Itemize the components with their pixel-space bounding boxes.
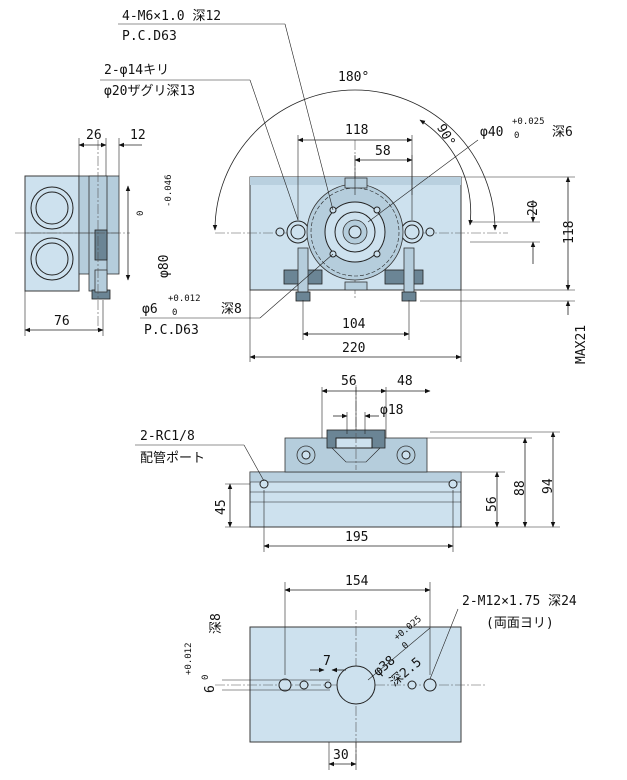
port-note: 2-RC1/8 [140,429,195,444]
dim-88: 88 [513,480,528,496]
tap-note: 4-M6×1.0 深12 [122,9,221,24]
dim-48: 48 [397,374,413,389]
dim-20: 20 [526,200,541,216]
pin-tol-upper: +0.012 [168,294,201,304]
bore-dia: φ40 [480,125,503,140]
dim-26: 26 [86,128,102,143]
dim-56-top: 56 [341,374,357,389]
bottom-tap-side: (両面ヨリ) [486,616,554,631]
bottom-bore-tol-lower: 0 [400,641,411,652]
angle-90: 90° [433,122,458,150]
angle-180: 180° [338,70,369,85]
bore-depth: 深6 [552,125,573,140]
bottom-pin-dia: 6 [203,685,218,693]
shaft-dia: φ80 [157,255,172,278]
dim-12: 12 [130,128,146,143]
bottom-view: 154 2-M12×1.75 深24 (両面ヨリ) 深8 +0.012 0 6 … [184,574,577,770]
dim-154: 154 [345,574,369,589]
top-view: 118 58 4-M6×1.0 深12 P.C.D63 2-φ14キリ φ20ザ… [100,9,589,364]
dim-max21: MAX21 [574,325,589,364]
bottom-pin-tol-upper: +0.012 [184,642,194,675]
port-left [259,479,269,489]
dim-58: 58 [375,144,391,159]
side-view: 26 12 φ80 0 -0.046 76 [15,128,174,336]
dim-94: 94 [541,478,556,494]
bore-tol-lower: 0 [514,131,519,141]
pin-dia: φ6 [142,302,158,317]
port-label: 配管ポート [140,451,205,466]
bore-tol-upper: +0.025 [512,117,545,127]
dim-56-right: 56 [485,496,500,512]
counterbore-note: φ20ザグリ深13 [104,84,195,99]
bottom-tap-left [278,678,292,692]
tap-pcd: P.C.D63 [122,29,177,44]
dim-30: 30 [333,748,349,763]
bottom-tap-note: 2-M12×1.75 深24 [462,594,577,609]
dim-118-top: 118 [345,123,368,138]
dim-76: 76 [54,314,70,329]
shaft-tol-lower: -0.046 [164,174,174,207]
pin-depth: 深8 [221,302,242,317]
hole-note: 2-φ14キリ [104,63,169,78]
dim-118-right: 118 [562,221,577,244]
bottom-pin-depth: 深8 [209,613,224,634]
bottom-pin-hole [324,681,332,689]
dim-45: 45 [214,499,229,515]
pin-pcd: P.C.D63 [144,323,199,338]
front-view: 56 48 φ18 2-RC1/8 配管ポート 45 56 88 94 [135,374,560,552]
dim-195: 195 [345,530,368,545]
dim-phi18: φ18 [380,403,403,418]
port-right [448,479,458,489]
pin-tol-lower: 0 [172,308,177,318]
bottom-pin-tol-lower: 0 [201,675,211,680]
shaft-tol-upper: 0 [136,211,146,216]
dim-220: 220 [342,341,365,356]
dim-104: 104 [342,317,366,332]
bottom-bore [336,665,376,705]
bottom-tap-right [423,678,437,692]
dim-7: 7 [323,654,331,669]
